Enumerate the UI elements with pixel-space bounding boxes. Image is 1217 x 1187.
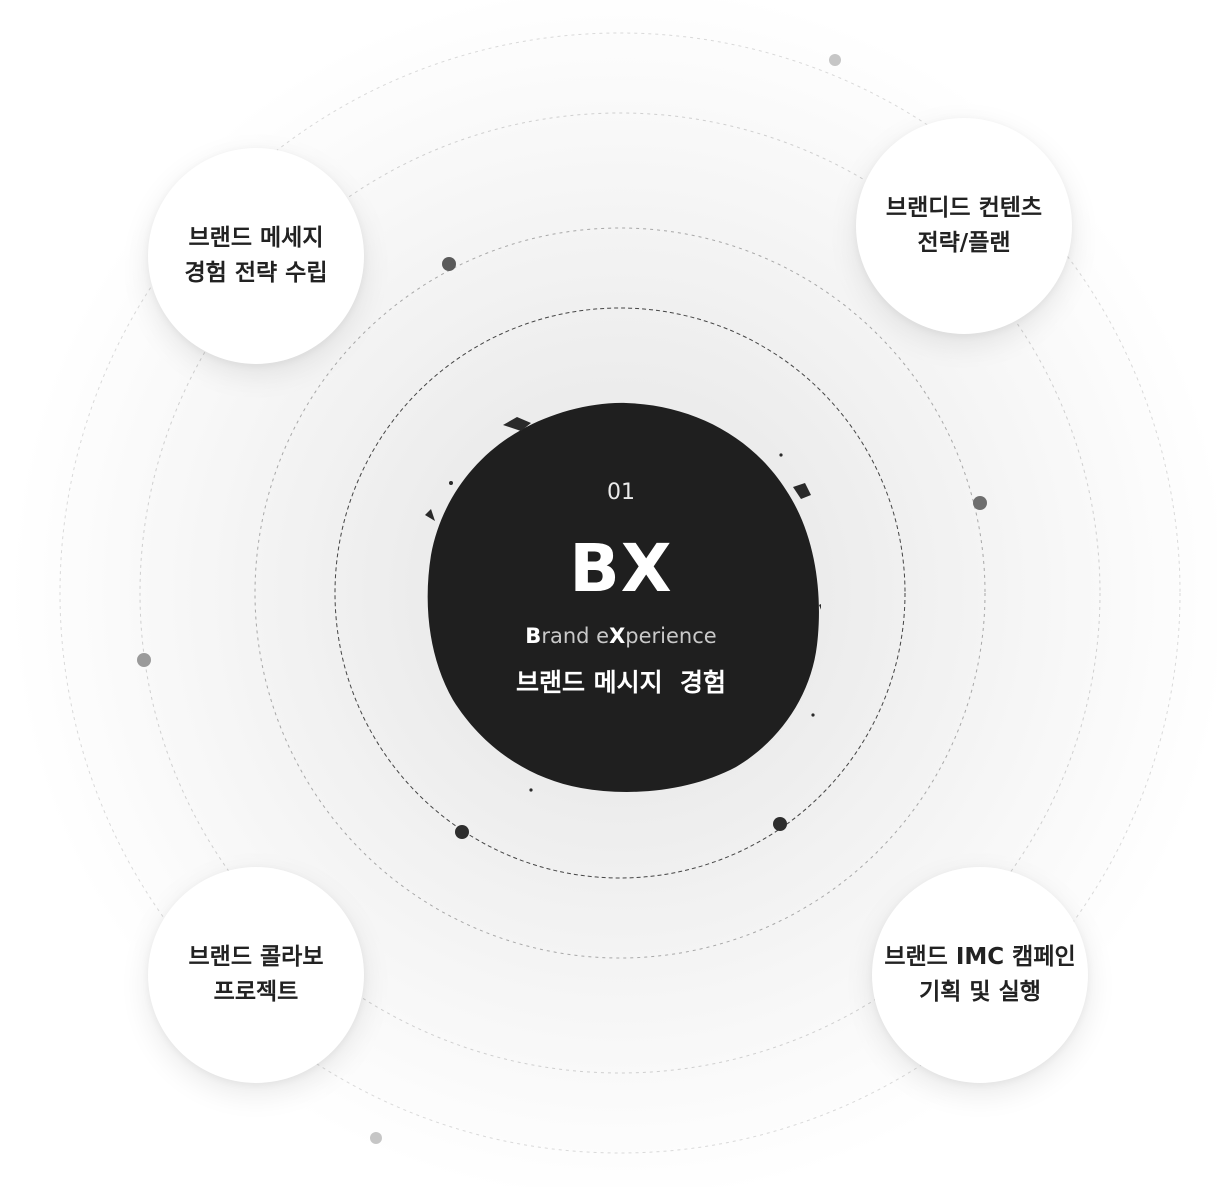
ink-disc-shape — [427, 402, 819, 792]
node-label-line: 프로젝트 — [213, 979, 299, 1005]
ink-speck — [811, 713, 815, 717]
node-label-line: 브랜드 IMC 캠페인 — [884, 944, 1076, 970]
node-brand-message-strategy: 브랜드 메세지 경험 전략 수립 — [148, 148, 364, 364]
ink-speck — [779, 453, 783, 457]
orbit-ring-inner — [334, 307, 906, 879]
orbit-dot — [442, 257, 456, 271]
center-label: 01 BX Brand eXperience 브랜드 메시지 경험 — [421, 395, 821, 795]
ink-splash — [793, 483, 811, 499]
center-number: 01 — [607, 480, 635, 505]
node-label-line: 브랜디드 컨텐츠 — [885, 195, 1043, 221]
node-label-line: 기획 및 실행 — [919, 979, 1041, 1005]
ink-speck — [449, 481, 453, 485]
ink-splash — [425, 509, 435, 521]
orbit-dot — [455, 825, 469, 839]
subtitle-part: perience — [625, 624, 717, 648]
subtitle-part: rand e — [541, 624, 610, 648]
node-label-line: 경험 전략 수립 — [184, 260, 328, 286]
node-label-line: 브랜드 콜라보 — [188, 944, 324, 970]
orbit-dot — [973, 496, 987, 510]
orbit-dot — [370, 1132, 382, 1144]
node-brand-imc-campaign: 브랜드 IMC 캠페인 기획 및 실행 — [872, 867, 1088, 1083]
orbit-ring-outer — [59, 32, 1181, 1154]
node-brand-collab-project: 브랜드 콜라보 프로젝트 — [148, 867, 364, 1083]
subtitle-part: B — [525, 624, 542, 648]
center-ink-disc — [421, 395, 821, 795]
orbit-dot — [829, 54, 841, 66]
orbit-dot — [137, 653, 151, 667]
node-label-line: 브랜드 메세지 — [188, 225, 324, 251]
subtitle-part: X — [609, 624, 626, 648]
ink-splash — [503, 417, 531, 431]
node-label-line: 전략/플랜 — [917, 230, 1011, 256]
orbit-ring-2 — [254, 227, 986, 959]
ink-splash — [819, 604, 821, 610]
node-branded-content-plan: 브랜디드 컨텐츠 전략/플랜 — [856, 118, 1072, 334]
orbit-dot — [773, 817, 787, 831]
center-subtitle: Brand eXperience — [421, 624, 821, 648]
orbit-ring-3 — [139, 112, 1101, 1074]
ink-speck — [529, 788, 533, 792]
center-description: 브랜드 메시지 경험 — [515, 668, 727, 697]
center-title: BX — [569, 530, 673, 607]
